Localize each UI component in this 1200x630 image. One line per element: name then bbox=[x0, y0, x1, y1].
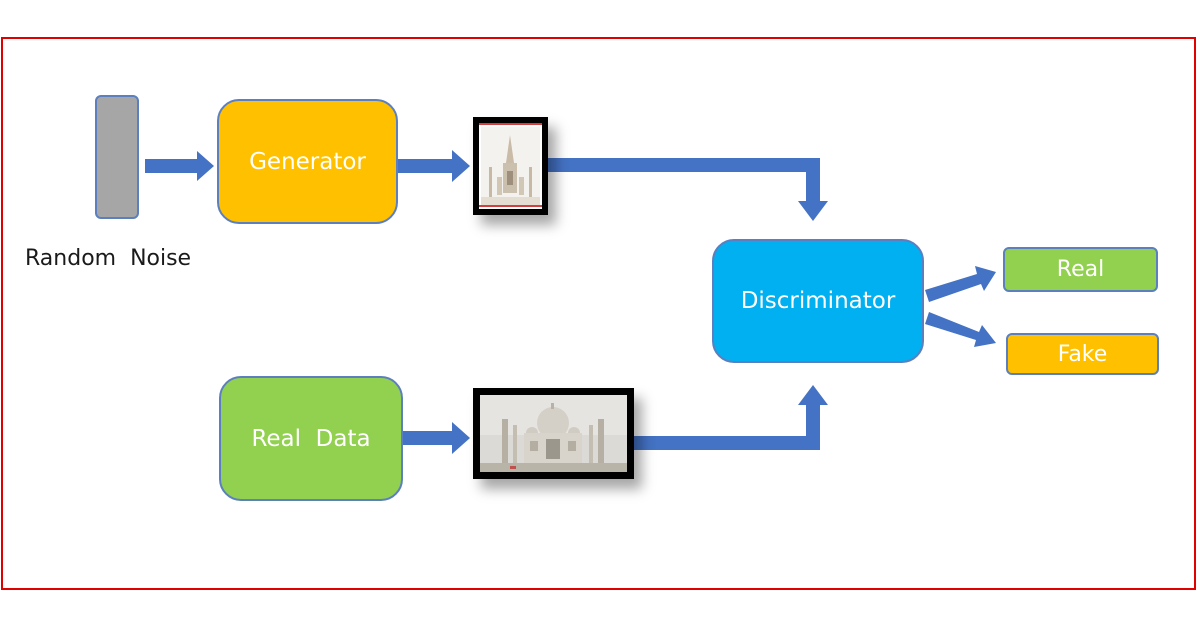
output-real-label: Real bbox=[1056, 257, 1105, 282]
real-data-label: Real Data bbox=[251, 425, 371, 452]
arrow-generator-to-image bbox=[398, 150, 470, 182]
arrow-discriminator-to-real bbox=[925, 266, 996, 302]
arrow-real-to-discriminator bbox=[634, 385, 828, 450]
real-data-node: Real Data bbox=[219, 376, 403, 501]
arrow-realdata-to-image bbox=[403, 422, 470, 454]
generator-node: Generator bbox=[217, 99, 398, 224]
discriminator-node: Discriminator bbox=[712, 239, 924, 363]
output-real: Real bbox=[1003, 247, 1158, 292]
generated-image-icon bbox=[473, 117, 548, 215]
discriminator-label: Discriminator bbox=[740, 288, 896, 314]
arrow-noise-to-generator bbox=[145, 151, 214, 181]
generator-label: Generator bbox=[249, 148, 366, 175]
random-noise-vector bbox=[95, 95, 139, 219]
output-fake-label: Fake bbox=[1057, 341, 1108, 367]
random-noise-label: Random Noise bbox=[25, 246, 192, 271]
taj-mahal-real-image-icon bbox=[480, 395, 627, 472]
real-image-icon bbox=[473, 388, 634, 479]
output-fake: Fake bbox=[1006, 333, 1159, 375]
arrow-discriminator-to-fake bbox=[925, 312, 996, 347]
diagram-frame bbox=[1, 37, 1196, 590]
taj-mahal-generated-image-icon bbox=[479, 123, 542, 209]
arrow-generated-to-discriminator bbox=[548, 158, 828, 221]
